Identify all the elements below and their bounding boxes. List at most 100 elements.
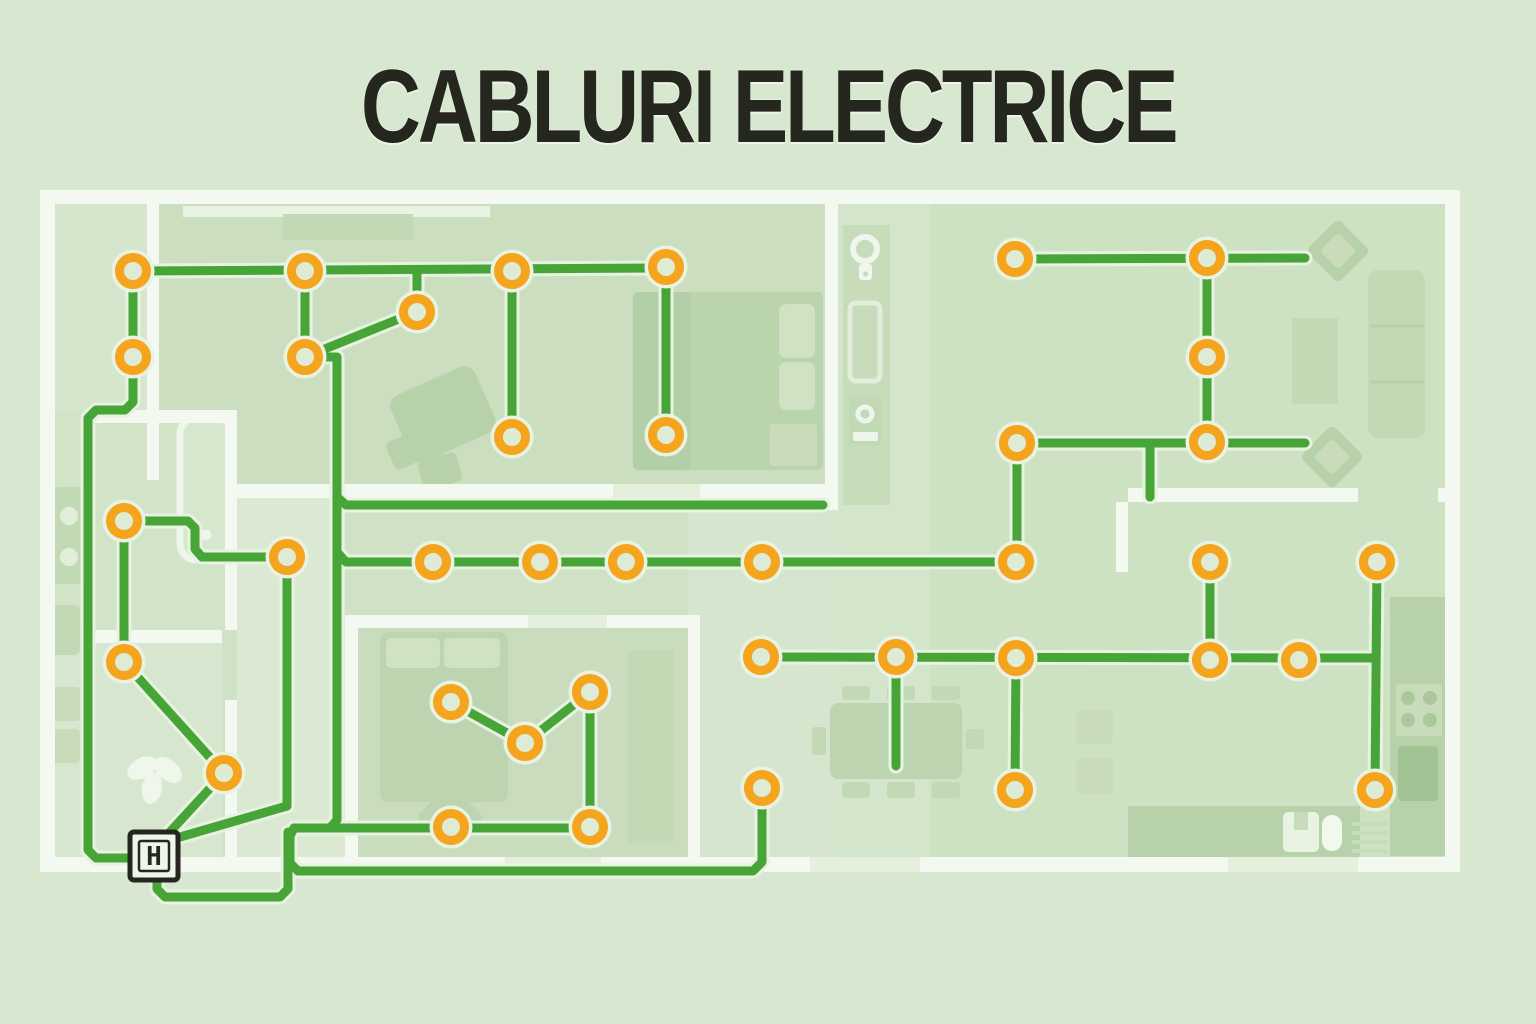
outlet-node-halo xyxy=(1188,540,1232,584)
outlet-node-halo xyxy=(503,721,547,765)
pillow xyxy=(779,362,815,410)
cable xyxy=(332,547,1021,567)
outlet-node-halo xyxy=(111,335,155,379)
outlet-node-halo xyxy=(1353,768,1397,812)
cable xyxy=(1010,253,1310,264)
title-text: CABLURI ELECTRICE xyxy=(360,48,1179,165)
wall xyxy=(147,204,159,480)
outlet-node-halo xyxy=(1188,638,1232,682)
stove-icon xyxy=(1396,684,1442,736)
outlet-node-halo xyxy=(644,245,688,289)
door-opening xyxy=(528,615,607,628)
outlet-node-halo xyxy=(395,290,439,334)
outlet-node-halo xyxy=(740,540,784,584)
outlet-node-halo xyxy=(994,540,1038,584)
outlet-node xyxy=(433,684,469,720)
outlet-node-halo xyxy=(739,635,783,679)
outlet-node-halo xyxy=(490,249,534,293)
outlet-node xyxy=(648,249,684,285)
outlet-node xyxy=(494,419,530,455)
cutting-board xyxy=(1398,746,1438,801)
outlet-node-halo xyxy=(518,540,562,584)
outlet-node xyxy=(997,241,1033,277)
wall xyxy=(237,484,613,498)
chair xyxy=(966,729,984,749)
bathtub-drain xyxy=(200,529,212,541)
outlet-node-halo xyxy=(490,415,534,459)
wardrobe xyxy=(628,650,674,843)
outlet-node-halo xyxy=(994,636,1038,680)
cable xyxy=(119,657,229,778)
outlet-node-halo xyxy=(604,540,648,584)
pillow xyxy=(444,638,500,668)
washer-door xyxy=(60,548,78,566)
wall xyxy=(345,615,358,857)
sofa xyxy=(1368,270,1425,438)
chair xyxy=(812,727,826,755)
room-living xyxy=(930,204,1445,857)
outlet-node xyxy=(269,539,305,575)
door-panel-icon xyxy=(847,300,883,384)
door-opening xyxy=(613,484,700,498)
outlet-node xyxy=(115,253,151,289)
wall xyxy=(225,410,237,630)
wall xyxy=(688,615,700,857)
outlet-node-halo xyxy=(283,335,327,379)
outlet-node xyxy=(743,639,779,675)
cable xyxy=(756,652,1380,663)
door-opening xyxy=(1228,857,1358,872)
sideboard xyxy=(1076,710,1113,744)
chair xyxy=(932,782,960,798)
outlet-node-halo xyxy=(568,670,612,714)
hub-box: H xyxy=(127,829,181,883)
outlet-node xyxy=(507,725,543,761)
node-layer xyxy=(102,236,1399,849)
cabinet xyxy=(52,605,80,655)
thermostat-icon xyxy=(849,396,881,446)
hub-inner xyxy=(137,839,171,873)
vent-stripes xyxy=(1352,822,1388,853)
outlet-node-halo xyxy=(429,680,473,724)
cable xyxy=(332,492,828,510)
sideboard xyxy=(1076,758,1113,794)
cable xyxy=(119,516,292,562)
kitchen-counter-bottom xyxy=(1128,806,1360,857)
wall xyxy=(90,630,222,643)
burner xyxy=(1423,691,1437,705)
closet-shelf xyxy=(183,206,490,217)
outlet-node-halo xyxy=(874,635,918,679)
outlet-node-halo xyxy=(1277,638,1321,682)
outlet-node-halo xyxy=(1185,236,1229,280)
outlet-node-halo xyxy=(283,249,327,293)
outer-wall-right xyxy=(1445,190,1460,872)
bed-1-throw xyxy=(770,424,817,466)
tv-bench xyxy=(1292,318,1338,404)
outer-wall-top xyxy=(40,190,1460,204)
outlet-node xyxy=(608,544,644,580)
ottoman xyxy=(386,432,424,470)
cable xyxy=(293,785,767,876)
cabinet xyxy=(52,687,80,721)
door-opening xyxy=(810,857,920,872)
page-title: CABLURI ELECTRICE xyxy=(0,49,1536,165)
cable xyxy=(1010,653,1021,795)
outlet-node xyxy=(106,644,142,680)
wall xyxy=(345,615,528,628)
wall xyxy=(1116,502,1128,572)
outlet-node xyxy=(415,544,451,580)
outlet-node-halo xyxy=(995,421,1039,465)
outlet-node xyxy=(648,417,684,453)
pillow xyxy=(779,304,815,358)
outlet-node-halo xyxy=(1355,540,1399,584)
armchair-diamond xyxy=(1301,426,1363,488)
outlet-node xyxy=(206,755,242,791)
outlet-node xyxy=(572,809,608,845)
outlet-node xyxy=(494,253,530,289)
outer-wall-left xyxy=(40,190,55,872)
outlet-node-halo xyxy=(102,499,146,543)
outlet-node xyxy=(1359,544,1395,580)
washer-door xyxy=(60,507,78,525)
outlet-node xyxy=(999,425,1035,461)
